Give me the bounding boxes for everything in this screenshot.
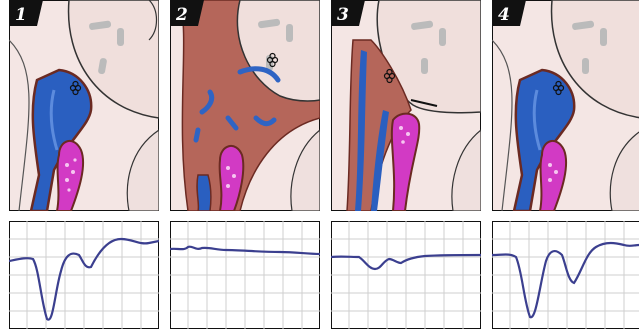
panel-4-diagram: 4 — [492, 0, 639, 211]
panel-number: 3 — [337, 5, 349, 25]
trace-4 — [492, 221, 639, 329]
panel-number: 1 — [15, 5, 27, 25]
trace-2 — [170, 221, 320, 329]
panel-1-diagram: 1 — [9, 0, 159, 211]
trace-3 — [331, 221, 481, 329]
panel-number: 2 — [175, 5, 188, 25]
panel-3-diagram: 3 — [331, 0, 481, 211]
panel-number: 4 — [498, 5, 510, 25]
trace-1 — [9, 221, 159, 329]
panel-2-diagram: 2 — [170, 0, 320, 211]
